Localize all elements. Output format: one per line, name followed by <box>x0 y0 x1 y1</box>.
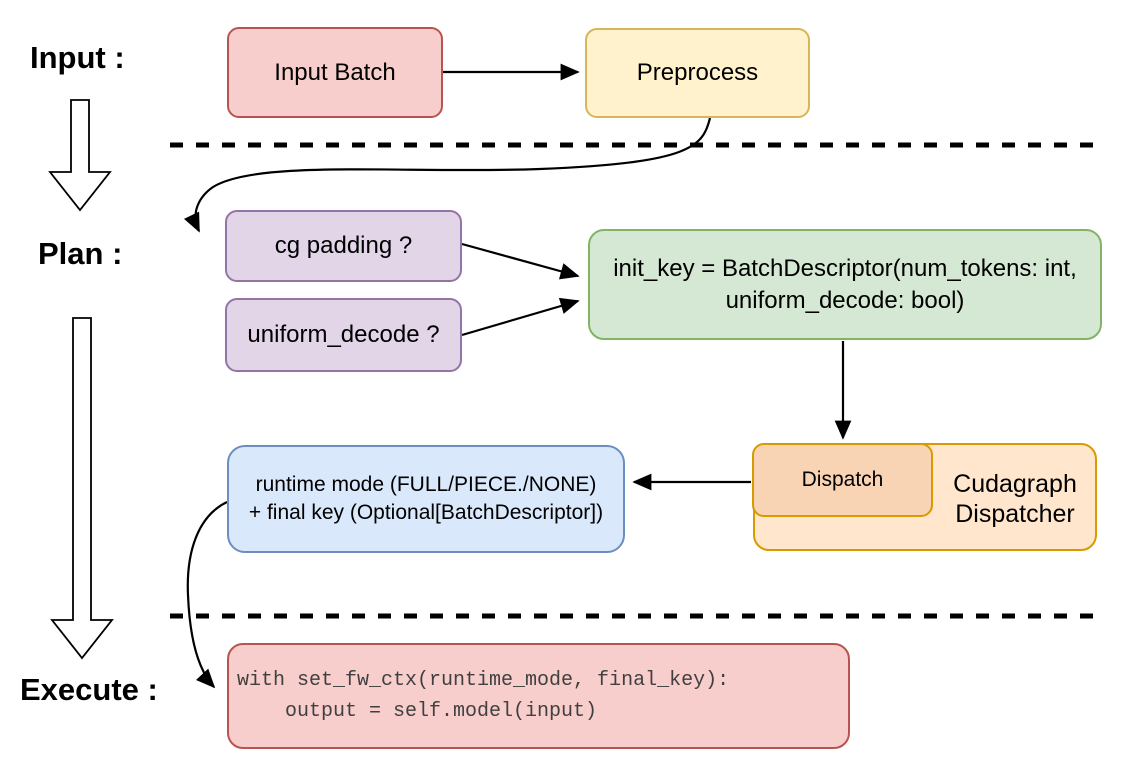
stage-arrow-input-to-plan <box>48 99 112 212</box>
node-execute-code: with set_fw_ctx(runtime_mode, final_key)… <box>227 643 850 749</box>
node-uniform-decode-label: uniform_decode ? <box>247 321 440 349</box>
node-input-batch: Input Batch <box>227 27 443 118</box>
stage-label-input: Input : <box>30 40 125 75</box>
node-dispatch-label: Dispatch <box>801 468 884 492</box>
node-cg-padding-label: cg padding ? <box>274 232 413 260</box>
node-init-key-line2: uniform_decode: bool) <box>725 286 965 314</box>
node-preprocess-label: Preprocess <box>636 59 759 87</box>
cudagraph-label-line1: Cudagraph <box>953 470 1077 498</box>
node-input-batch-label: Input Batch <box>274 58 396 86</box>
node-dispatch: Dispatch <box>752 443 933 517</box>
node-runtime-mode: runtime mode (FULL/PIECE./NONE) + final … <box>227 445 625 553</box>
node-cudagraph-dispatcher-label: Cudagraph Dispatcher <box>930 470 1100 529</box>
stage-arrow-plan-to-execute <box>50 317 114 660</box>
execute-code-line1: with set_fw_ctx(runtime_mode, final_key)… <box>237 669 730 692</box>
node-init-key-line1: init_key = BatchDescriptor(num_tokens: i… <box>613 255 1077 283</box>
cudagraph-label-line2: Dispatcher <box>955 499 1075 528</box>
connector-cg-padding-to-init-key <box>461 242 580 280</box>
stage-label-plan: Plan : <box>38 236 123 271</box>
node-cg-padding: cg padding ? <box>225 210 462 282</box>
node-init-key: init_key = BatchDescriptor(num_tokens: i… <box>588 229 1102 340</box>
node-preprocess: Preprocess <box>585 28 810 118</box>
node-runtime-mode-line1: runtime mode (FULL/PIECE./NONE) <box>255 472 597 496</box>
node-runtime-mode-line2: + final key (Optional[BatchDescriptor]) <box>248 501 604 524</box>
connector-runtime-mode-to-execute-code <box>186 501 228 689</box>
execute-code-line2: output = self.model(input) <box>237 700 598 723</box>
stage-label-execute: Execute : <box>20 672 158 707</box>
node-uniform-decode: uniform_decode ? <box>225 298 462 372</box>
connector-uniform-decode-to-init-key <box>461 297 580 337</box>
